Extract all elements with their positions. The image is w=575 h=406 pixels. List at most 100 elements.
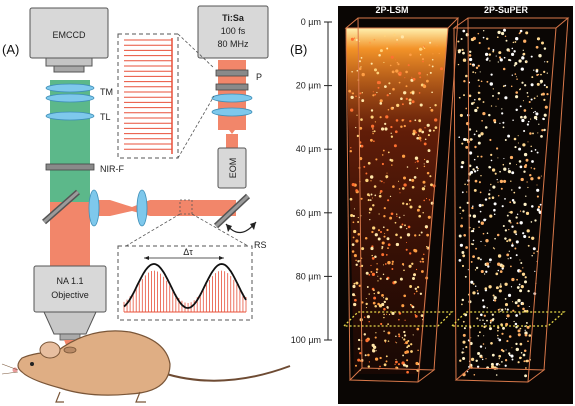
punctum — [511, 189, 513, 191]
punctum — [369, 218, 371, 221]
punctum — [385, 313, 388, 315]
punctum — [465, 107, 468, 110]
punctum — [532, 132, 534, 135]
punctum — [489, 327, 492, 331]
punctum — [360, 197, 363, 200]
punctum — [493, 118, 497, 123]
punctum — [507, 134, 511, 138]
punctum — [519, 313, 521, 315]
punctum — [423, 45, 425, 47]
punctum — [370, 264, 372, 267]
punctum — [371, 272, 376, 277]
punctum — [357, 217, 359, 219]
punctum — [383, 235, 386, 238]
punctum — [477, 256, 480, 260]
punctum — [379, 102, 383, 105]
punctum — [506, 253, 510, 257]
punctum — [358, 284, 362, 288]
punctum — [530, 98, 533, 101]
punctum — [461, 217, 463, 219]
pulse-picker-label: P — [256, 72, 262, 82]
punctum — [405, 341, 409, 345]
punctum — [511, 277, 515, 282]
punctum — [432, 53, 434, 55]
punctum — [401, 223, 404, 226]
punctum — [381, 247, 383, 250]
punctum — [395, 213, 398, 215]
punctum — [477, 91, 481, 94]
punctum — [389, 216, 393, 220]
punctum — [543, 113, 547, 117]
punctum — [403, 214, 405, 216]
punctum — [517, 142, 519, 144]
punctum — [398, 188, 401, 190]
punctum — [525, 321, 528, 324]
punctum — [386, 228, 389, 232]
punctum — [528, 100, 531, 104]
punctum — [359, 352, 362, 355]
punctum — [370, 62, 373, 65]
punctum — [498, 289, 502, 293]
punctum — [350, 147, 352, 149]
punctum — [408, 198, 412, 202]
punctum — [383, 300, 387, 304]
punctum — [515, 95, 519, 99]
punctum — [504, 229, 508, 232]
punctum — [527, 186, 529, 189]
punctum — [462, 209, 465, 212]
punctum — [461, 351, 464, 354]
punctum — [402, 187, 405, 190]
punctum — [359, 60, 361, 63]
punctum — [522, 307, 525, 311]
punctum — [473, 158, 476, 161]
punctum — [516, 78, 518, 80]
punctum — [401, 262, 405, 266]
punctum — [508, 162, 512, 165]
punctum — [492, 247, 495, 249]
punctum — [515, 108, 518, 112]
pulse-lens-bottom — [211, 107, 253, 117]
punctum — [384, 127, 388, 131]
punctum — [474, 285, 477, 287]
punctum — [479, 210, 482, 213]
punctum — [394, 280, 397, 284]
punctum — [406, 346, 409, 349]
eom-label: EOM — [228, 158, 238, 179]
punctum — [459, 113, 463, 117]
punctum — [504, 297, 507, 300]
punctum — [519, 88, 522, 90]
punctum — [387, 199, 390, 202]
punctum — [379, 190, 383, 193]
punctum — [477, 64, 480, 67]
punctum — [378, 213, 380, 215]
punctum — [424, 138, 427, 141]
punctum — [484, 287, 488, 290]
punctum — [379, 99, 383, 103]
punctum — [489, 82, 493, 86]
punctum — [490, 365, 495, 369]
punctum — [533, 69, 535, 71]
punctum — [407, 339, 410, 343]
punctum — [377, 86, 380, 89]
punctum — [375, 271, 378, 274]
punctum — [387, 323, 389, 325]
delay-label: Δτ — [183, 247, 193, 257]
punctum — [422, 84, 427, 89]
punctum — [483, 323, 486, 325]
punctum — [517, 361, 520, 364]
punctum — [541, 41, 544, 45]
punctum — [467, 184, 469, 186]
punctum — [536, 38, 539, 40]
punctum — [500, 323, 503, 326]
mouse-hind-paw — [135, 391, 146, 403]
punctum — [486, 80, 489, 83]
punctum — [363, 165, 366, 168]
punctum — [527, 95, 529, 98]
punctum — [370, 246, 374, 251]
punctum — [515, 233, 518, 236]
punctum — [462, 320, 465, 323]
punctum — [406, 370, 409, 374]
punctum — [518, 283, 521, 286]
punctum — [469, 63, 472, 66]
punctum — [458, 49, 462, 53]
